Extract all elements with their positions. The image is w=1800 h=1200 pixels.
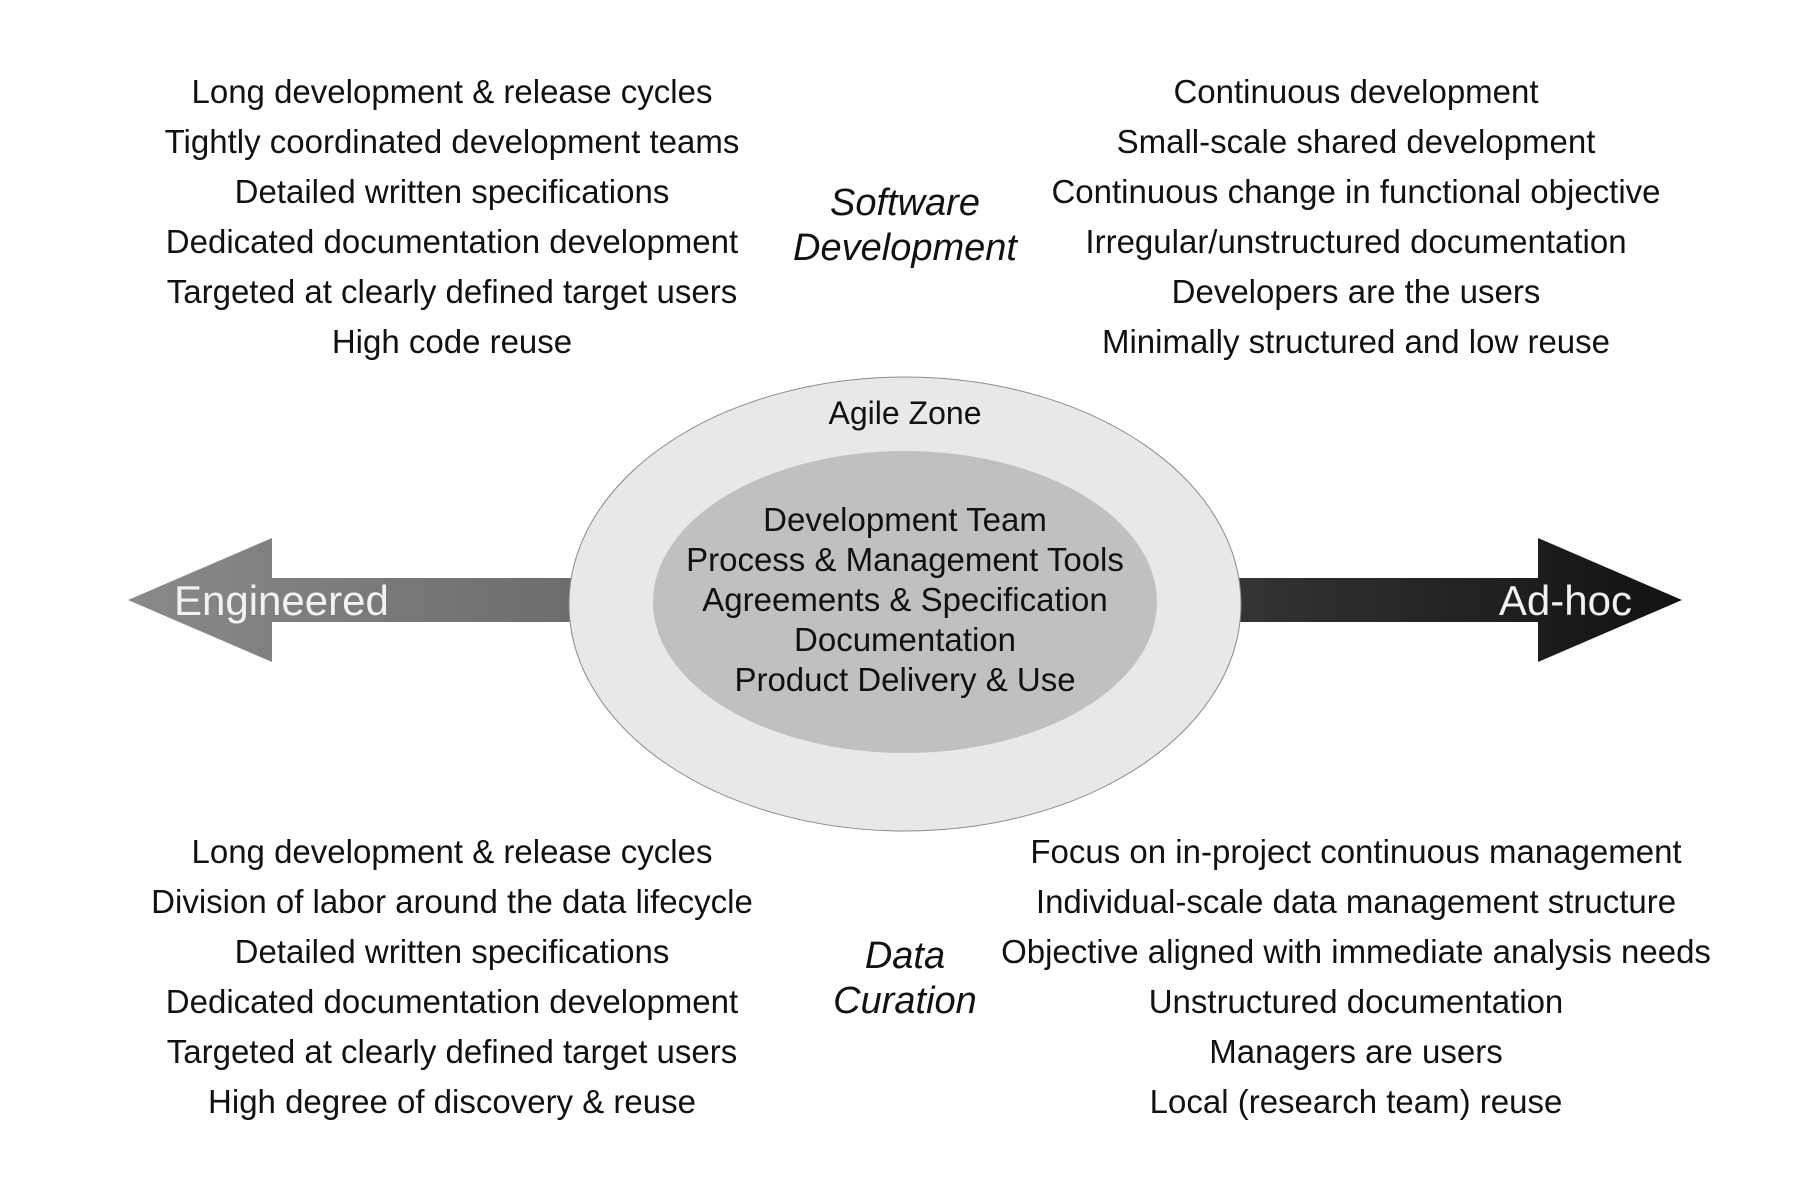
list-item: Individual-scale data management structu… [1036,883,1676,920]
core-item: Documentation [794,621,1016,658]
software-development-engineered-list: Long development & release cycles Tightl… [165,73,740,360]
agile-zone-core-list: Development Team Process & Management To… [686,501,1124,698]
data-curation-title-line1: Data [865,935,945,977]
list-item: Long development & release cycles [192,833,713,870]
list-item: Targeted at clearly defined target users [167,273,738,310]
list-item: High code reuse [332,323,572,360]
axis-label-engineered: Engineered [174,577,389,624]
data-curation-engineered-list: Long development & release cycles Divisi… [151,833,753,1120]
core-item: Development Team [763,501,1047,538]
list-item: Local (research team) reuse [1150,1083,1563,1120]
list-item: Dedicated documentation development [166,223,738,260]
agile-zone-inner-ellipse [653,451,1157,753]
list-item: Continuous development [1173,73,1538,110]
list-item: Continuous change in functional objectiv… [1051,173,1660,210]
data-curation-section: Data Curation Long development & release… [151,833,1711,1120]
core-item: Agreements & Specification [702,581,1107,618]
list-item: Focus on in-project continuous managemen… [1030,833,1681,870]
list-item: Unstructured documentation [1149,983,1564,1020]
data-curation-title-line2: Curation [833,980,977,1022]
list-item: Dedicated documentation development [166,983,738,1020]
list-item: Minimally structured and low reuse [1102,323,1610,360]
list-item: Long development & release cycles [192,73,713,110]
list-item: Managers are users [1209,1033,1502,1070]
software-development-section: Software Development Long development & … [165,73,1661,360]
core-item: Process & Management Tools [686,541,1124,578]
agile-zone: Agile Zone Development Team Process & Ma… [568,376,1242,832]
list-item: High degree of discovery & reuse [208,1083,696,1120]
core-item: Product Delivery & Use [734,661,1075,698]
list-item: Small-scale shared development [1117,123,1596,160]
list-item: Irregular/unstructured documentation [1085,223,1626,260]
list-item: Detailed written specifications [235,933,670,970]
list-item: Tightly coordinated development teams [165,123,740,160]
software-development-title-line1: Software [830,182,980,224]
software-development-title-line2: Development [793,227,1018,269]
axis-label-adhoc: Ad-hoc [1499,577,1632,624]
data-curation-adhoc-list: Focus on in-project continuous managemen… [1001,833,1711,1120]
software-development-adhoc-list: Continuous development Small-scale share… [1051,73,1660,360]
agile-zone-label: Agile Zone [829,395,982,431]
list-item: Targeted at clearly defined target users [167,1033,738,1070]
list-item: Detailed written specifications [235,173,670,210]
list-item: Developers are the users [1172,273,1541,310]
list-item: Division of labor around the data lifecy… [151,883,753,920]
list-item: Objective aligned with immediate analysi… [1001,933,1711,970]
